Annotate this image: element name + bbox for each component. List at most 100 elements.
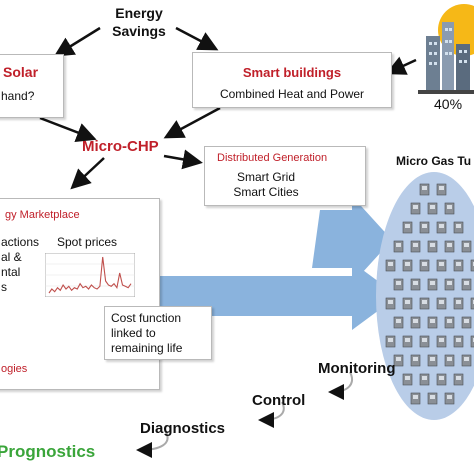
turbine-unit-icon bbox=[453, 221, 464, 234]
turbine-unit-icon bbox=[402, 373, 413, 386]
distgen-title: Distributed Generation bbox=[217, 152, 328, 164]
arrow-chp-to-marketplace bbox=[70, 157, 105, 190]
city-building-graphic: 40% bbox=[418, 0, 474, 118]
marketplace-left-lines: actions al & ntal s bbox=[1, 235, 39, 295]
energy-savings-label: Energy Savings bbox=[96, 4, 182, 40]
distgen-line1: Smart Grid bbox=[236, 170, 295, 184]
arrow-building-to-smart-buildings bbox=[385, 56, 417, 75]
arrow-chp-to-distgen bbox=[163, 149, 203, 170]
marketplace-bottom-label: ogies bbox=[1, 363, 28, 375]
micro-gas-turbine-title: Micro Gas Tu bbox=[396, 154, 472, 168]
turbine-unit-icon bbox=[410, 202, 421, 215]
cost-function-line: remaining life bbox=[111, 341, 183, 355]
turbine-units bbox=[385, 183, 474, 405]
arrow-energy-to-buildings bbox=[175, 26, 219, 51]
turbine-unit-icon bbox=[427, 392, 438, 405]
turbine-unit-icon bbox=[444, 354, 455, 367]
marketplace-line: al & bbox=[1, 250, 22, 264]
stage-monitoring: Monitoring bbox=[318, 360, 396, 377]
arrow-monitoring-to-control bbox=[328, 371, 353, 400]
turbine-unit-icon bbox=[402, 221, 413, 234]
smart-buildings-subtitle: Combined Heat and Power bbox=[219, 87, 365, 101]
turbine-unit-icon bbox=[393, 316, 404, 329]
marketplace-line: s bbox=[1, 280, 7, 294]
turbine-unit-icon bbox=[436, 373, 447, 386]
turbine-unit-icon bbox=[402, 297, 413, 310]
turbine-unit-icon bbox=[453, 373, 464, 386]
energy-savings-line1: Energy bbox=[115, 5, 163, 21]
turbine-unit-icon bbox=[436, 183, 447, 196]
turbine-unit-icon bbox=[436, 335, 447, 348]
arrow-buildings-to-chp bbox=[163, 106, 221, 139]
energy-marketplace-box: gy Marketplace actions al & ntal s Spot … bbox=[0, 198, 160, 390]
stage-prognostics: Prognostics bbox=[0, 442, 96, 461]
distributed-generation-box: Distributed Generation Smart Grid Smart … bbox=[204, 146, 366, 206]
turbine-unit-icon bbox=[419, 259, 430, 272]
turbine-unit-icon bbox=[436, 221, 447, 234]
turbine-unit-icon bbox=[419, 373, 430, 386]
turbine-unit-icon bbox=[461, 354, 472, 367]
cost-function-line: Cost function bbox=[111, 311, 182, 325]
distgen-line2: Smart Cities bbox=[233, 185, 299, 199]
turbine-unit-icon bbox=[402, 259, 413, 272]
turbine-unit-icon bbox=[453, 259, 464, 272]
turbine-unit-icon bbox=[393, 354, 404, 367]
smart-buildings-title: Smart buildings bbox=[242, 65, 342, 80]
stage-control: Control bbox=[252, 392, 306, 409]
micro-chp-label: Micro-CHP bbox=[82, 138, 159, 155]
building-percent: 40% bbox=[434, 96, 463, 112]
spot-price-graph bbox=[45, 253, 135, 297]
turbine-unit-icon bbox=[419, 183, 430, 196]
marketplace-line: ntal bbox=[1, 265, 21, 279]
turbine-unit-icon bbox=[410, 278, 421, 291]
turbine-unit-icon bbox=[444, 202, 455, 215]
turbine-unit-icon bbox=[393, 278, 404, 291]
turbine-unit-icon bbox=[461, 316, 472, 329]
turbine-unit-icon bbox=[427, 316, 438, 329]
turbine-unit-icon bbox=[410, 392, 421, 405]
turbine-unit-icon bbox=[436, 259, 447, 272]
turbine-unit-icon bbox=[385, 335, 396, 348]
turbine-unit-icon bbox=[444, 392, 455, 405]
city-skyline-icon bbox=[418, 4, 474, 94]
cost-function-text: Cost function linked to remaining life bbox=[111, 311, 182, 356]
arrow-diagnostics-to-prognostics bbox=[136, 431, 169, 458]
marketplace-title: gy Marketplace bbox=[5, 209, 80, 221]
solar-title: Solar bbox=[3, 64, 39, 80]
turbine-unit-icon bbox=[444, 316, 455, 329]
arrow-solar-to-chp bbox=[39, 116, 97, 142]
energy-savings-line2: Savings bbox=[112, 23, 166, 39]
turbine-unit-icon bbox=[402, 335, 413, 348]
turbine-unit-icon bbox=[461, 278, 472, 291]
turbine-unit-icon bbox=[427, 278, 438, 291]
stage-diagnostics: Diagnostics bbox=[140, 420, 226, 437]
arrow-control-to-diagnostics bbox=[258, 401, 285, 428]
turbine-unit-icon bbox=[419, 221, 430, 234]
spot-price-line bbox=[48, 256, 132, 294]
blue-arrow-lower bbox=[160, 262, 398, 330]
turbine-unit-icon bbox=[444, 278, 455, 291]
blue-arrow-upper bbox=[312, 196, 392, 284]
turbine-unit-icon bbox=[453, 335, 464, 348]
turbine-unit-icon bbox=[427, 240, 438, 253]
turbine-unit-icon bbox=[427, 354, 438, 367]
turbine-unit-icon bbox=[461, 240, 472, 253]
turbine-unit-icon bbox=[410, 354, 421, 367]
turbine-unit-icon bbox=[453, 297, 464, 310]
turbine-unit-icon bbox=[385, 297, 396, 310]
solar-subtitle: hand? bbox=[1, 89, 35, 103]
cost-function-box: Cost function linked to remaining life bbox=[104, 306, 212, 360]
arrow-energy-to-solar bbox=[53, 26, 101, 57]
turbine-unit-icon bbox=[410, 240, 421, 253]
solar-box: Solar hand? bbox=[0, 54, 64, 118]
turbine-unit-icon bbox=[419, 297, 430, 310]
turbine-unit-icon bbox=[444, 240, 455, 253]
turbine-unit-icon bbox=[385, 259, 396, 272]
smart-buildings-box: Smart buildings Combined Heat and Power bbox=[192, 52, 392, 108]
cost-function-line: linked to bbox=[111, 326, 156, 340]
spot-prices-label: Spot prices bbox=[57, 235, 118, 249]
turbine-unit-icon bbox=[393, 240, 404, 253]
turbine-unit-icon bbox=[410, 316, 421, 329]
turbine-unit-icon bbox=[419, 335, 430, 348]
